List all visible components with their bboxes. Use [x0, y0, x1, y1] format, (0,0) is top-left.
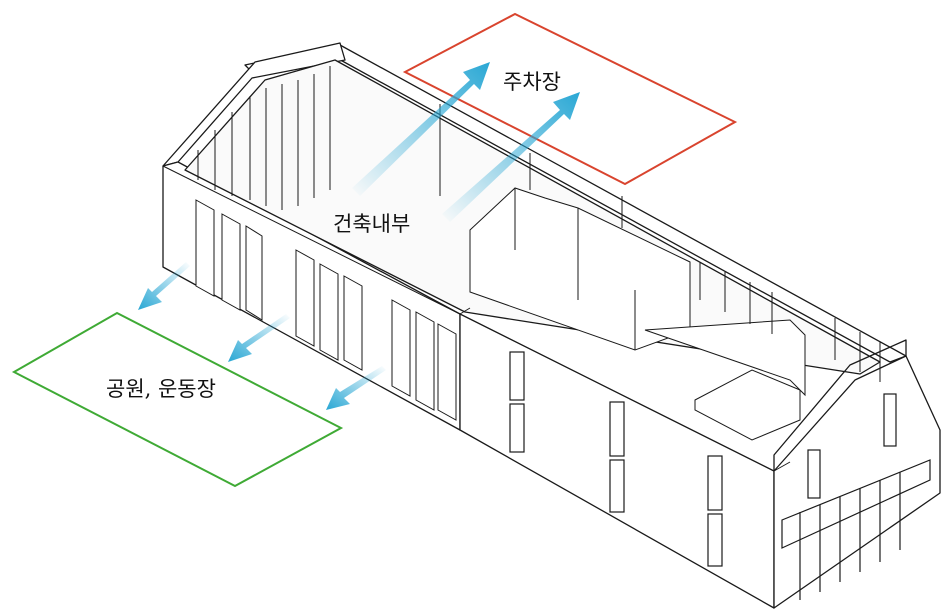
park-sports-label: 공원, 운동장: [106, 377, 216, 401]
arrow-icon: [442, 92, 580, 222]
parking-zone-outline: [405, 14, 735, 184]
west-folding-panels: [196, 200, 456, 420]
south-gable-wall: [774, 356, 940, 608]
arrow-icon: [326, 366, 386, 410]
arrow-icon: [228, 314, 290, 362]
flow-arrows-to-parking: [352, 62, 580, 222]
north-wall-panels: [198, 66, 880, 382]
interior-label: 건축내부: [333, 212, 411, 236]
arrow-icon: [138, 262, 190, 310]
south-gable-edge: [774, 340, 906, 471]
south-facade-windows: [509, 351, 930, 600]
arrow-icon: [352, 62, 490, 196]
facade-details: [163, 104, 805, 471]
parking-label: 주차장: [503, 70, 561, 94]
park-zone-outline: [14, 313, 341, 486]
flow-arrows-to-park: [138, 262, 386, 410]
